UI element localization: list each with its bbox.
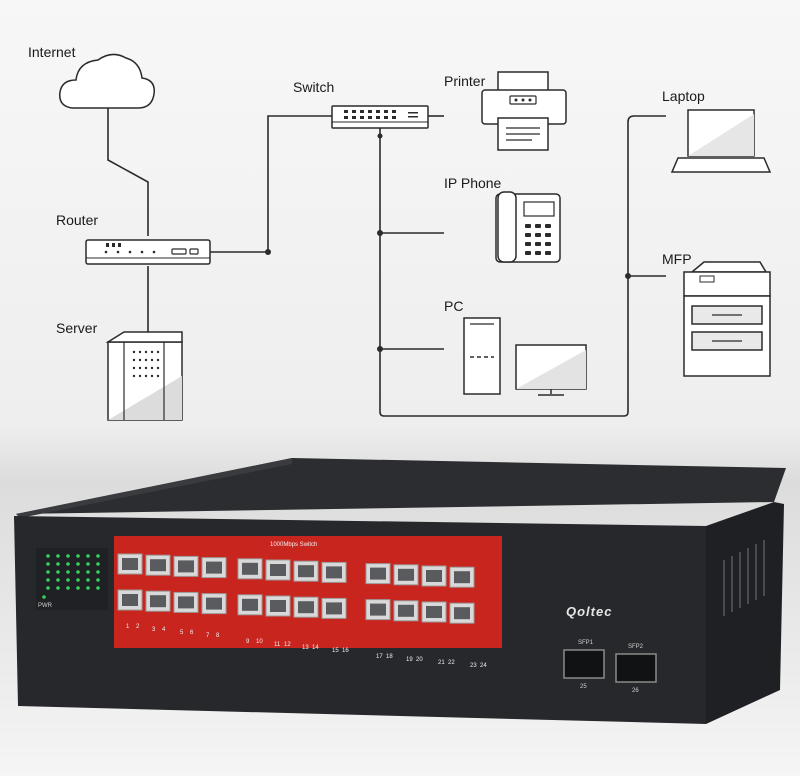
- led-panel: PWR: [36, 548, 108, 610]
- rj45-port-socket: [122, 594, 138, 606]
- rj45-port-socket: [122, 558, 138, 570]
- rj45-port-socket: [454, 571, 470, 584]
- chassis-top: [16, 458, 786, 514]
- rj45-port-socket: [270, 600, 286, 612]
- label-printer: Printer: [444, 73, 486, 89]
- wire-switch-bus: [379, 115, 666, 417]
- rj45-port-socket: [150, 559, 166, 572]
- mfp-icon: [683, 261, 771, 377]
- junction-dot: [377, 346, 383, 352]
- port-number-row: 1 2 3 4 5 6 7 8 9 10 11 12 13 14 15 16 1…: [126, 624, 487, 669]
- port-number: 20: [416, 657, 423, 663]
- rj45-port-socket: [454, 607, 470, 620]
- port-number: 7: [206, 633, 210, 639]
- port-number: 5: [180, 630, 184, 636]
- label-server: Server: [56, 320, 98, 336]
- rj45-port-socket: [150, 595, 166, 608]
- port-number: 10: [256, 639, 263, 645]
- port-number: 16: [342, 648, 349, 654]
- monitor-icon: [515, 344, 587, 396]
- port-number: 24: [480, 663, 487, 669]
- printer-icon: [481, 71, 567, 151]
- sfp-label: 25: [580, 684, 587, 690]
- server-icon: [105, 331, 183, 421]
- connection-lines: [107, 108, 666, 417]
- rj45-port-socket: [298, 565, 314, 578]
- rj45-port-socket: [326, 602, 342, 615]
- chassis-side: [706, 502, 784, 724]
- pc-tower-icon: [463, 317, 501, 395]
- rj45-port-socket: [398, 568, 414, 581]
- pwr-label: PWR: [38, 603, 53, 609]
- rj45-port-socket: [398, 604, 414, 617]
- label-ip-phone: IP Phone: [444, 175, 502, 191]
- label-switch: Switch: [293, 79, 334, 95]
- rj45-port-socket: [370, 603, 386, 616]
- port-number: 15: [332, 648, 339, 654]
- port-number: 13: [302, 645, 309, 651]
- switch-device: PWR 1000Mbps Switch 1 2 3 4 5 6 7 8 9 10…: [14, 458, 786, 724]
- junction-dot: [625, 273, 631, 279]
- port-number: 23: [470, 663, 477, 669]
- port-number: 14: [312, 645, 319, 651]
- laptop-icon: [670, 109, 772, 173]
- sfp-area: SFP1 SFP2 25 26: [563, 640, 657, 694]
- wire-internet-router: [107, 108, 149, 236]
- rj45-port-socket: [206, 561, 222, 574]
- port-number: 19: [406, 657, 413, 663]
- rj45-port-socket: [242, 562, 258, 575]
- rj45-port-socket: [270, 564, 286, 576]
- port-panel: [114, 536, 502, 648]
- port-number: 11: [274, 642, 281, 648]
- port-number: 12: [284, 642, 291, 648]
- port-number: 9: [246, 639, 250, 645]
- port-number: 2: [136, 624, 140, 630]
- label-mfp: MFP: [662, 251, 692, 267]
- rj45-ports: [117, 553, 475, 624]
- port-number: 4: [162, 627, 166, 633]
- rj45-port-socket: [426, 606, 442, 618]
- label-pc: PC: [444, 298, 463, 314]
- junction-dot: [265, 249, 271, 255]
- junction-dot: [377, 133, 383, 139]
- rj45-port-socket: [206, 597, 222, 610]
- label-internet: Internet: [28, 44, 76, 60]
- port-number: 21: [438, 660, 445, 666]
- label-router: Router: [56, 212, 98, 228]
- sfp-label: 26: [632, 688, 639, 694]
- rj45-port-socket: [298, 601, 314, 614]
- router-icon: [85, 239, 211, 265]
- sfp-label: SFP2: [628, 644, 644, 650]
- rj45-port-socket: [370, 567, 386, 580]
- cloud-icon: [59, 53, 155, 109]
- label-laptop: Laptop: [662, 88, 705, 104]
- brand-logo: Qoltec: [566, 604, 612, 619]
- sfp-label: SFP1: [578, 640, 594, 646]
- panel-title: 1000Mbps Switch: [270, 542, 317, 548]
- port-number: 3: [152, 627, 156, 633]
- switch-icon: [331, 105, 429, 129]
- junction-dot: [377, 230, 383, 236]
- wire-router-switch: [210, 115, 332, 253]
- port-number: 1: [126, 624, 130, 630]
- ip-phone-icon: [495, 191, 561, 263]
- rj45-port-socket: [242, 598, 258, 611]
- rj45-port-socket: [426, 570, 442, 582]
- port-number: 22: [448, 660, 455, 666]
- port-number: 17: [376, 654, 383, 660]
- port-number: 8: [216, 633, 220, 639]
- rj45-port-socket: [178, 596, 194, 609]
- sfp-port-1[interactable]: [563, 649, 605, 679]
- rj45-port-socket: [326, 566, 342, 579]
- rj45-port-socket: [178, 560, 194, 573]
- sfp-port-2[interactable]: [615, 653, 657, 683]
- port-number: 18: [386, 654, 393, 660]
- port-number: 6: [190, 630, 194, 636]
